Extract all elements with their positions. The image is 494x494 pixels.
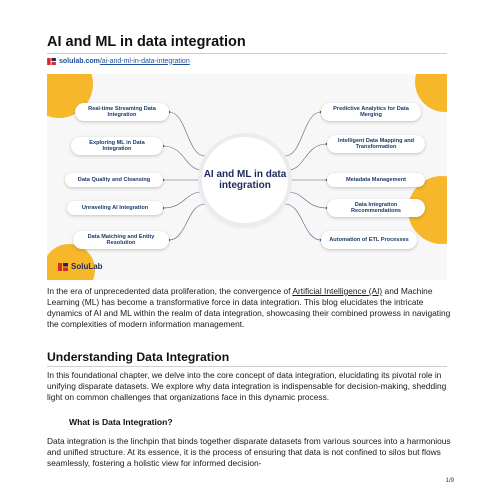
hub-label: AI and ML in data integration [203,169,287,191]
source-link[interactable]: solulab.com/ai-and-ml-in-data-integratio… [47,56,190,66]
center-hub: AI and ML in data integration [202,137,288,223]
node-realtime-streaming: Real-time Streaming Data Integration [75,103,169,121]
node-etl-automation: Automation of ETL Processes [321,231,417,249]
node-integration-recommendations: Data Integration Recommendations [327,199,425,217]
section-heading: Understanding Data Integration [47,350,230,364]
solulab-logo-icon [47,57,56,65]
subheading: What is Data Integration? [69,417,173,427]
section-divider [47,366,447,367]
node-exploring-ml: Exploring ML in Data Integration [71,137,163,155]
intro-paragraph: In the era of unprecedented data prolife… [47,286,451,329]
section-paragraph: In this foundational chapter, we delve i… [47,370,447,402]
page-number: 1/9 [445,478,454,484]
node-predictive-analytics: Predictive Analytics for Data Merging [321,103,421,121]
node-data-matching: Data Matching and Entity Resolution [73,231,169,249]
node-unraveling-ai: Unraveling AI Integration [67,201,163,215]
solulab-logo-icon [58,262,68,271]
ai-link[interactable]: Artificial Intelligence (AI) [292,286,383,296]
brand-name: SoluLab [71,262,103,271]
node-data-quality: Data Quality and Cleansing [65,173,163,187]
node-metadata-management: Metadata Management [327,173,425,187]
definition-paragraph: Data integration is the linchpin that bi… [47,436,451,468]
page-title: AI and ML in data integration [47,34,246,50]
infographic: Real-time Streaming Data Integration Exp… [47,74,447,280]
node-intelligent-mapping: Intelligent Data Mapping and Transformat… [327,135,425,153]
infographic-background [47,74,447,280]
source-path[interactable]: /ai-and-ml-in-data-integration [99,57,190,65]
source-domain[interactable]: solulab.com [59,57,100,65]
infographic-brand: SoluLab [58,262,103,271]
title-divider [47,53,447,54]
